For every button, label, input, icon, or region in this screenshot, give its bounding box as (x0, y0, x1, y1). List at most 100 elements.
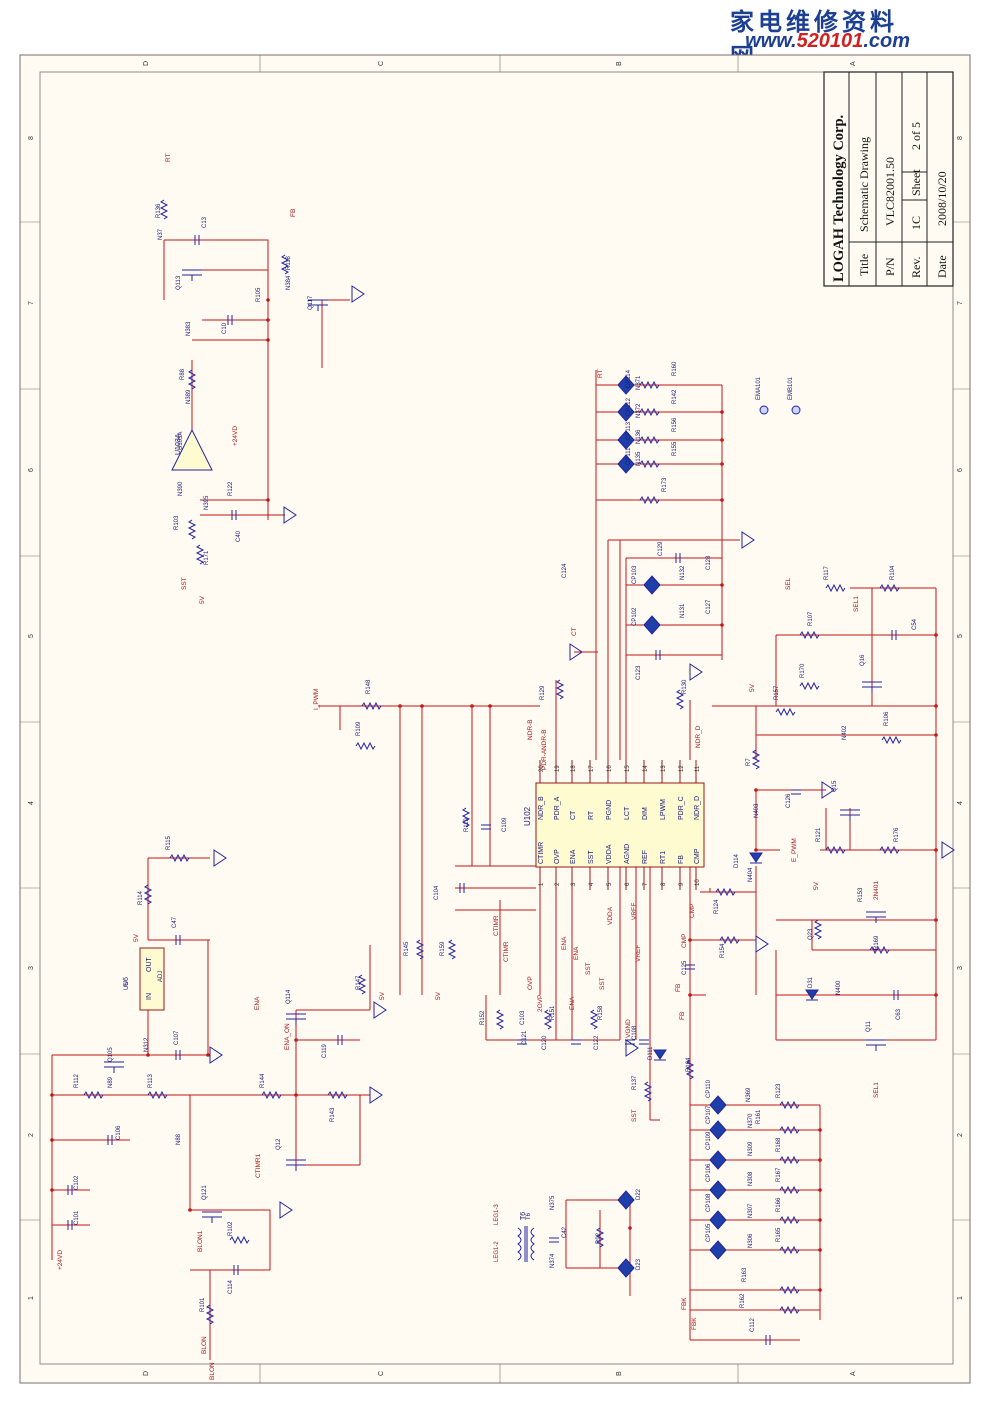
junction-dot (818, 1248, 822, 1252)
junction-dot (934, 733, 938, 737)
transistor (866, 911, 886, 923)
resistor (357, 974, 367, 995)
resistor (799, 630, 820, 640)
ic-pin-number: 20 (539, 765, 545, 772)
resistor (447, 939, 457, 960)
part-ref: N371 (636, 375, 642, 390)
part-ref: R176 (894, 827, 900, 842)
net-label: ENA (561, 936, 568, 950)
junction-dot (934, 633, 938, 637)
resistor (813, 919, 823, 940)
part-ref: C107 (174, 1030, 180, 1045)
regulator-u6-adj: ADJ (158, 971, 164, 982)
junction-dot (50, 1188, 54, 1192)
border-letter: A (850, 1371, 857, 1376)
net-label: SST (181, 577, 188, 590)
part-ref: C126 (786, 793, 792, 808)
junction-dot (146, 1053, 150, 1057)
part-ref: C114 (228, 1279, 234, 1294)
resistor (779, 1285, 800, 1295)
tb-sheet-value: 2 of 5 (909, 122, 923, 150)
part-ref: CP109 (706, 1131, 712, 1150)
ic-pin-number: 6 (625, 882, 631, 886)
part-ref: N306 (748, 1233, 754, 1248)
part-ref: R154 (720, 943, 726, 958)
part-ref: CP110 (706, 1079, 712, 1098)
ic-u102: 20NDR_B19PDR_A18CT17RT16PGND15LCT14DIM13… (523, 760, 705, 890)
part-ref: R113 (148, 1073, 154, 1088)
resistor (715, 887, 736, 897)
net-label: SST (599, 977, 606, 990)
part-ref: R162 (740, 1293, 746, 1308)
ic-pin-number: 12 (679, 765, 685, 772)
ic-pin-number: 11 (695, 765, 701, 772)
part-ref: R121 (816, 827, 822, 842)
part-ref: C112 (750, 1317, 756, 1332)
net-label: FBK (681, 1297, 688, 1310)
resistor (879, 583, 900, 593)
net-label: +24VD (57, 1250, 64, 1270)
resistor (779, 1215, 800, 1225)
part-ref: R118 (286, 255, 292, 270)
part-ref: C42 (562, 1226, 568, 1238)
border-number: 1 (28, 1296, 35, 1300)
part-ref: N312 (144, 1037, 150, 1052)
resistor (719, 935, 740, 945)
ic-pin-name: OVP (554, 849, 561, 864)
resistor (675, 689, 685, 710)
transistor (840, 809, 860, 821)
part-ref: N135 (636, 451, 642, 466)
border-number: 6 (28, 468, 35, 472)
part-ref: R114 (138, 890, 144, 905)
tb-company: LOGAH Technology Corp. (831, 115, 847, 282)
watermark: 家电维修资料网 www.520101.com (730, 0, 960, 71)
transistor (308, 299, 328, 311)
tb-title-value: Schematic Drawing (857, 137, 871, 232)
opamp-u103a: U103A (171, 428, 213, 471)
tb-rev-value: 1C (909, 216, 923, 230)
ic-pin-number: 17 (589, 765, 595, 772)
junction-dot (50, 1138, 54, 1142)
part-ref: R102 (228, 1221, 234, 1236)
junction-dot (720, 438, 724, 442)
regulator-u6-body (139, 947, 165, 1011)
junction-dot (754, 848, 758, 852)
resistor (495, 1009, 505, 1030)
resistor (555, 679, 565, 700)
tb-sheet-label: Sheet (909, 169, 923, 196)
net-label: FB (675, 984, 682, 992)
ground-symbol (369, 1086, 383, 1104)
junction-dot (818, 1288, 822, 1292)
ic-pin-number: 9 (679, 882, 685, 886)
part-ref: R88 (180, 368, 186, 380)
junction-dot (818, 1158, 822, 1162)
junction-dot (420, 704, 424, 708)
resistor (779, 1305, 800, 1315)
net-label: SST (631, 1109, 638, 1122)
junction-dot (488, 704, 492, 708)
ic-pin-number: 4 (589, 882, 595, 886)
part-ref: C10 (222, 322, 228, 334)
resistor (639, 459, 660, 469)
junction-dot (934, 993, 938, 997)
ic-pin-name: NDR_B (538, 796, 545, 820)
ic-pin-name: AGND (624, 844, 631, 864)
part-ref: CP105 (706, 1223, 712, 1242)
resistor (187, 369, 197, 390)
resistor (461, 807, 471, 828)
resistor (355, 741, 376, 751)
ground-symbol (689, 663, 703, 681)
part-ref: R145 (404, 941, 410, 956)
ic-pin-name: LCT (624, 806, 631, 820)
transformer-ref: T6 (520, 1212, 527, 1220)
resistor (147, 1090, 168, 1100)
part-ref: R92 (596, 1232, 602, 1244)
junction-dot (266, 338, 270, 342)
net-label: 5V (199, 595, 206, 604)
resistor (83, 1090, 104, 1100)
part-ref: R147 (356, 975, 362, 990)
part-ref: R129 (540, 685, 546, 700)
tb-date-value: 2008/10/20 (935, 171, 949, 226)
